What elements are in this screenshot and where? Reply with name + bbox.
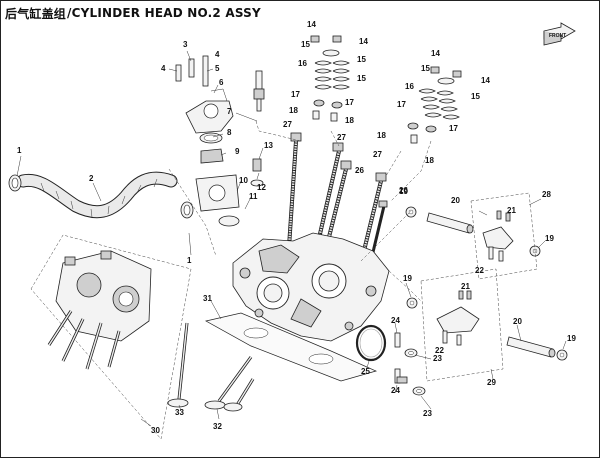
front-label: FRONT bbox=[549, 33, 566, 39]
callout-17: 17 bbox=[397, 100, 406, 109]
callout-16: 16 bbox=[405, 82, 414, 91]
callout-15: 15 bbox=[357, 55, 366, 64]
callout-10: 10 bbox=[239, 176, 248, 185]
valve-spring-set-right bbox=[407, 66, 462, 144]
callout-19: 19 bbox=[399, 187, 408, 196]
callout-16: 16 bbox=[298, 59, 307, 68]
head-gasket-part bbox=[205, 312, 378, 382]
callout-19: 19 bbox=[567, 334, 576, 343]
callout-20: 20 bbox=[513, 317, 522, 326]
callout-15: 15 bbox=[357, 74, 366, 83]
callout-18: 18 bbox=[425, 156, 434, 165]
rocker-arm-assembly-lower bbox=[420, 268, 504, 382]
callout-13: 13 bbox=[264, 141, 273, 150]
callout-14: 14 bbox=[359, 37, 368, 46]
callout-22: 22 bbox=[475, 266, 484, 275]
callout-17: 17 bbox=[291, 90, 300, 99]
callout-15: 15 bbox=[301, 40, 310, 49]
title-chinese: 后气缸盖组 bbox=[5, 6, 67, 21]
callout-17: 17 bbox=[449, 124, 458, 133]
callout-29: 29 bbox=[487, 378, 496, 387]
gasket-part bbox=[218, 215, 240, 227]
callout-4: 4 bbox=[161, 64, 166, 73]
callout-27: 27 bbox=[337, 133, 346, 142]
callout-17: 17 bbox=[345, 98, 354, 107]
callout-26: 26 bbox=[399, 186, 408, 195]
callout-19: 19 bbox=[545, 234, 554, 243]
leader-lines bbox=[16, 50, 567, 427]
callout-20: 20 bbox=[451, 196, 460, 205]
valve-exhaust-part bbox=[204, 356, 255, 412]
callout-25: 25 bbox=[361, 367, 370, 376]
rocker-shaft-upper bbox=[405, 206, 474, 234]
callout-30: 30 bbox=[151, 426, 160, 435]
valve-intake-part bbox=[167, 322, 189, 408]
engine-overview-inset bbox=[30, 234, 192, 440]
callout-3: 3 bbox=[183, 40, 188, 49]
callout-14: 14 bbox=[431, 49, 440, 58]
callout-1: 1 bbox=[187, 256, 192, 265]
bolt-part bbox=[175, 64, 182, 82]
callout-15: 15 bbox=[421, 64, 430, 73]
callout-5: 5 bbox=[215, 64, 220, 73]
hose-clamp-left-part bbox=[8, 174, 22, 192]
front-direction-arrow-icon: FRONT bbox=[543, 22, 576, 46]
callout-31: 31 bbox=[203, 294, 212, 303]
washer-part bbox=[250, 179, 264, 187]
title-english: /CYLINDER HEAD NO.2 ASSY bbox=[67, 6, 261, 20]
callout-24: 24 bbox=[391, 386, 400, 395]
rocker-shaft-lower bbox=[406, 297, 568, 361]
callout-8: 8 bbox=[227, 128, 232, 137]
callout-23: 23 bbox=[433, 354, 442, 363]
callout-33: 33 bbox=[175, 408, 184, 417]
rocker-arm-assembly-upper bbox=[470, 192, 538, 280]
callout-18: 18 bbox=[289, 106, 298, 115]
callout-15: 15 bbox=[471, 92, 480, 101]
callout-21: 21 bbox=[461, 282, 470, 291]
callout-19: 19 bbox=[403, 274, 412, 283]
thermostat-part bbox=[200, 148, 224, 164]
cylinder-head-body bbox=[232, 232, 390, 342]
head-bolts-group bbox=[287, 132, 388, 270]
callout-12: 12 bbox=[257, 183, 266, 192]
spark-plug-part bbox=[253, 70, 265, 112]
bolt-part bbox=[202, 55, 209, 87]
callout-18: 18 bbox=[377, 131, 386, 140]
callout-9: 9 bbox=[235, 147, 240, 156]
coolant-hose-part bbox=[16, 171, 178, 219]
thermostat-housing-group bbox=[175, 55, 264, 227]
callout-14: 14 bbox=[307, 20, 316, 29]
callout-22: 22 bbox=[435, 346, 444, 355]
bolt-part bbox=[188, 58, 195, 78]
callout-7: 7 bbox=[227, 107, 232, 116]
callout-23: 23 bbox=[423, 409, 432, 418]
nut-and-stud-group bbox=[394, 332, 426, 396]
hose-clamp-right-part bbox=[180, 201, 194, 219]
page-title: 后气缸盖组 /CYLINDER HEAD NO.2 ASSY bbox=[5, 5, 261, 21]
sensor-plug-part bbox=[252, 158, 262, 172]
callout-14: 14 bbox=[481, 76, 490, 85]
callout-18: 18 bbox=[345, 116, 354, 125]
callout-21: 21 bbox=[507, 206, 516, 215]
large-o-ring-part bbox=[355, 324, 387, 362]
callout-labels: 1 1 2 3 4 4 5 6 7 8 9 10 11 12 13 14 14 … bbox=[17, 20, 576, 435]
callout-27: 27 bbox=[373, 150, 382, 159]
callout-27: 27 bbox=[283, 120, 292, 129]
valve-spring-set-left bbox=[310, 35, 350, 122]
callout-2: 2 bbox=[89, 174, 94, 183]
callout-4: 4 bbox=[215, 50, 220, 59]
callout-32: 32 bbox=[213, 422, 222, 431]
callout-26: 26 bbox=[355, 166, 364, 175]
callout-6: 6 bbox=[219, 78, 224, 87]
callout-11: 11 bbox=[249, 192, 258, 201]
callout-24: 24 bbox=[391, 316, 400, 325]
callout-28: 28 bbox=[542, 190, 551, 199]
callout-1: 1 bbox=[17, 146, 22, 155]
